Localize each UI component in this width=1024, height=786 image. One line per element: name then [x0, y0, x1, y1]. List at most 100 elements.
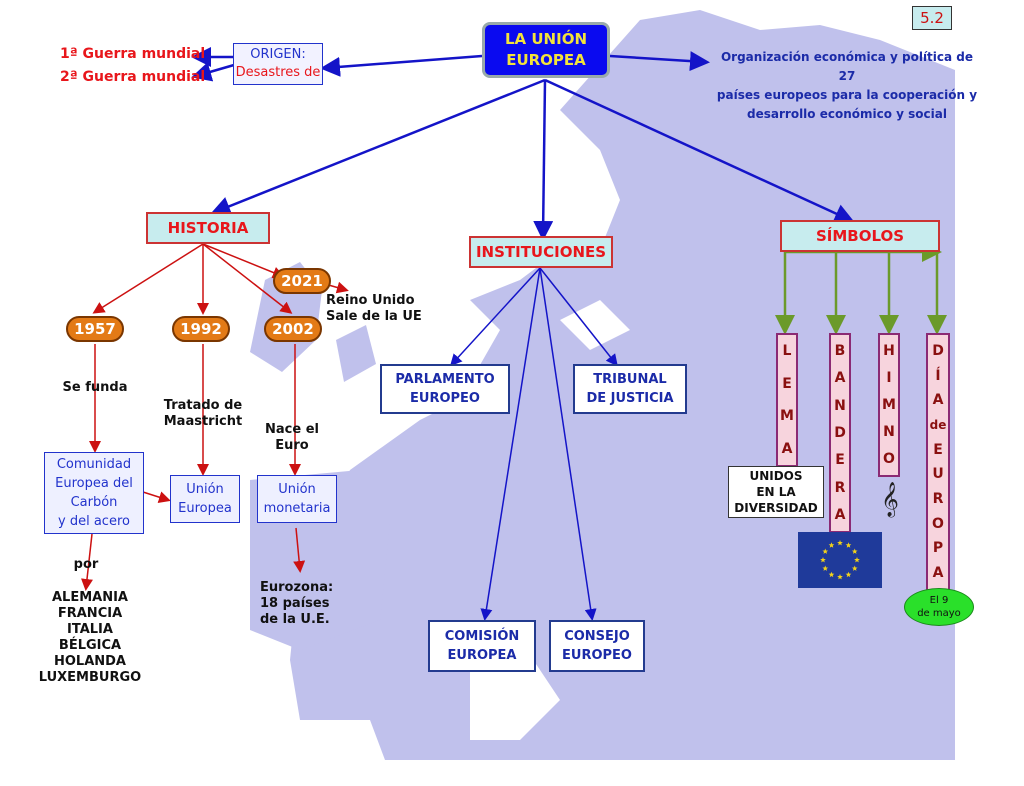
instituciones-header: INSTITUCIONES [469, 236, 613, 268]
dia-column: D Í A de E U R O P A [926, 333, 950, 591]
lema-text-line-2: EN LA [756, 485, 796, 499]
dia-letter-9: P [932, 540, 944, 557]
center-line1: LA UNIÓN [504, 30, 587, 48]
dia-date-line-2: de mayo [917, 608, 961, 619]
flag-star [828, 542, 835, 548]
por-text: por [73, 557, 99, 572]
eurozona-line-2: 18 países [260, 596, 330, 611]
comunidad-line-2: Europea del [55, 476, 133, 491]
year-2002: 2002 [264, 316, 322, 342]
flag-star [851, 565, 858, 571]
brexit-line-2: Sale de la UE [326, 309, 422, 324]
flag-star [845, 571, 852, 578]
tribunal-box: TRIBUNAL DE JUSTICIA [573, 364, 687, 414]
simbolos-header: SÍMBOLOS [780, 220, 940, 252]
brexit-text: Reino Unido Sale de la UE [326, 293, 426, 325]
dia-letter-6: U [932, 466, 944, 483]
comunidad-line-1: Comunidad [56, 457, 132, 472]
union-monetaria-line-1: Unión [278, 482, 316, 497]
definition-text: Organización económica y política de 27 … [712, 48, 982, 124]
origen-value: Desastres de [235, 65, 321, 80]
union-europea-line-2: Europea [178, 501, 232, 516]
dia-letter-2: Í [935, 367, 941, 384]
lema-text-box: UNIDOS EN LA DIVERSIDAD [728, 466, 824, 518]
country-1: ALEMANIA [51, 590, 128, 605]
dia-letter-5: E [933, 441, 943, 458]
eurozona-line-3: de la U.E. [260, 612, 330, 627]
historia-header: HISTORIA [146, 212, 270, 244]
dia-letter-8: O [932, 515, 944, 532]
flag-star [851, 548, 858, 554]
bandera-letter-4: D [834, 424, 846, 441]
lema-letter-3: M [780, 408, 794, 425]
lema-letter-1: L [782, 343, 792, 359]
bandera-letter-5: E [835, 452, 845, 469]
parlamento-line-2: EUROPEO [410, 391, 480, 406]
year-1957: 1957 [66, 316, 124, 342]
se-funda-text: Se funda [62, 380, 128, 395]
dia-letter-10: A [932, 564, 944, 581]
union-europea-line-1: Unión [186, 482, 224, 497]
flag-star [820, 557, 826, 563]
himno-letter-4: N [883, 424, 895, 440]
dia-letter-1: D [932, 343, 944, 359]
tratado-line-2: Maastricht [163, 414, 243, 429]
tratado-text: Tratado de Maastricht [148, 398, 258, 430]
himno-letter-3: M [882, 397, 896, 413]
himno-letter-1: H [883, 343, 895, 359]
country-6: LUXEMBURGO [38, 670, 142, 685]
eu-flag-icon [798, 532, 882, 588]
parlamento-line-1: PARLAMENTO [395, 372, 495, 387]
tribunal-line-1: TRIBUNAL [593, 372, 667, 387]
lema-text-line-1: UNIDOS [749, 469, 803, 483]
flag-star [837, 574, 843, 580]
country-3: ITALIA [67, 622, 113, 637]
eurozona-text: Eurozona: 18 países de la U.E. [260, 580, 340, 628]
year-1992: 1992 [172, 316, 230, 342]
treble-clef-icon: 𝄞 [881, 482, 899, 517]
flag-star [828, 571, 835, 578]
bandera-letter-1: B [834, 343, 846, 359]
country-2: FRANCIA [57, 606, 123, 621]
nace-line-2: Euro [275, 438, 309, 453]
flag-star [845, 542, 852, 548]
comunidad-box: Comunidad Europea del Carbón y del acero [44, 452, 144, 534]
bandera-letter-3: N [834, 397, 846, 414]
definition-line-2: países europeos para la cooperación y [716, 88, 978, 102]
lema-column: L E M A [776, 333, 798, 467]
union-europea-box: Unión Europea [170, 475, 240, 523]
consejo-line-2: EUROPEO [562, 648, 632, 663]
dia-word-de: de [929, 417, 947, 432]
nace-line-1: Nace el [265, 422, 319, 437]
founding-countries: ALEMANIA FRANCIA ITALIA BÉLGICA HOLANDA … [30, 590, 150, 686]
definition-line-1: Organización económica y política de 27 [720, 50, 974, 83]
dia-date-line-1: El 9 [929, 595, 949, 606]
flag-star [854, 557, 860, 563]
lema-text-line-3: DIVERSIDAD [734, 501, 818, 515]
bandera-letter-7: A [834, 506, 846, 523]
flag-star [822, 565, 829, 571]
himno-column: H I M N O [878, 333, 900, 477]
flag-star [822, 548, 829, 554]
comision-box: COMISIÓN EUROPEA [428, 620, 536, 672]
union-monetaria-line-2: monetaria [263, 501, 331, 516]
comunidad-line-3: Carbón [70, 495, 118, 510]
war-1: 1ª Guerra mundial [60, 46, 206, 62]
comision-line-1: COMISIÓN [444, 629, 520, 644]
brexit-line-1: Reino Unido [326, 293, 415, 308]
bandera-letter-6: R [834, 479, 846, 496]
center-node: LA UNIÓN EUROPEA [482, 22, 610, 78]
eurozona-line-1: Eurozona: [260, 580, 334, 595]
bandera-column: B A N D E R A [829, 333, 851, 533]
himno-letter-2: I [886, 370, 892, 386]
consejo-box: CONSEJO EUROPEO [549, 620, 645, 672]
flag-star [837, 540, 843, 546]
country-5: HOLANDA [53, 654, 126, 669]
tratado-line-1: Tratado de [163, 398, 243, 413]
year-2021: 2021 [273, 268, 331, 294]
dia-letter-7: R [932, 490, 944, 507]
center-line2: EUROPEA [506, 51, 586, 69]
parlamento-box: PARLAMENTO EUROPEO [380, 364, 510, 414]
lema-letter-4: A [781, 440, 793, 457]
